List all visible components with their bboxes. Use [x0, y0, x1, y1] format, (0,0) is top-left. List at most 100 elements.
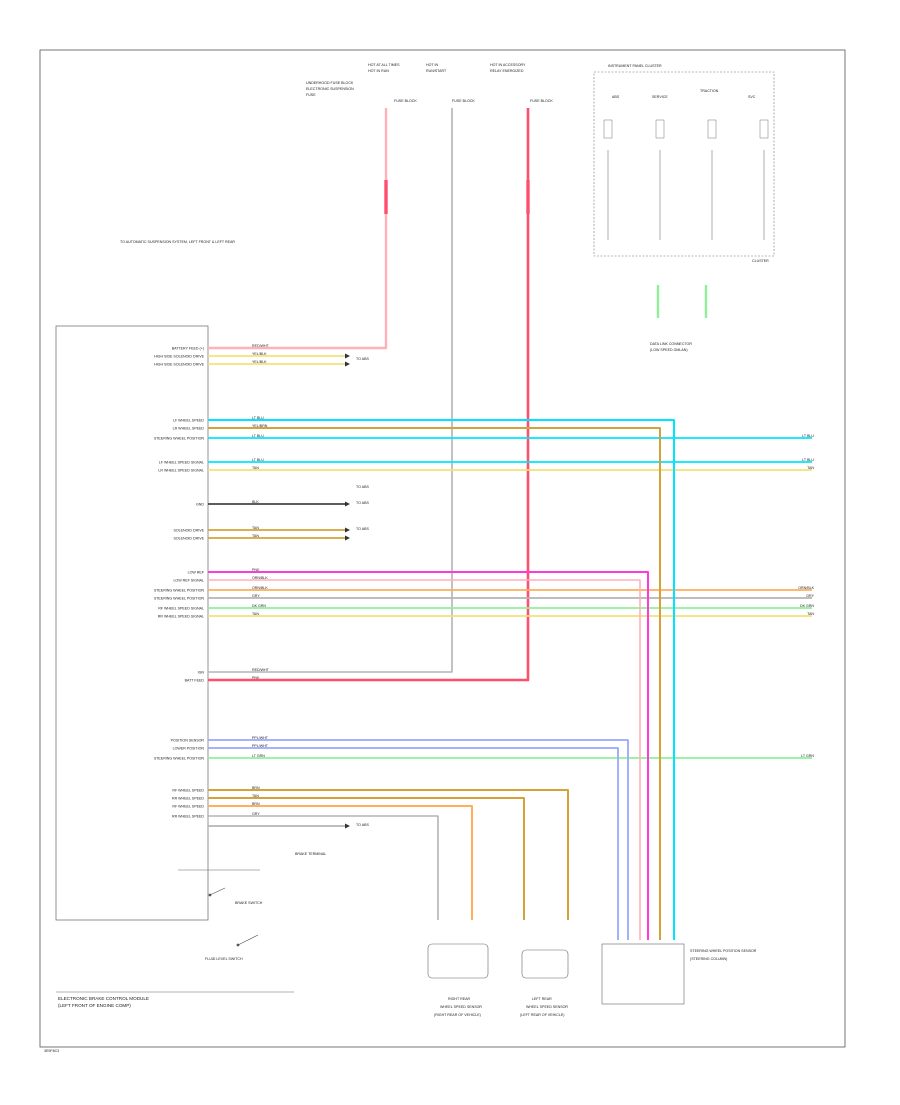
fuse-2-sub: RUN/START [426, 69, 447, 73]
to-label-3: TO ABS [356, 501, 370, 505]
diagram-border [39, 49, 846, 1048]
wire-color-label: GRY [252, 594, 260, 598]
wire-color-label: RED/WHT [252, 668, 270, 672]
wire-color-label: LT BLU [252, 458, 264, 462]
cluster-lamp-2: SERVICE [652, 95, 668, 99]
data-link-note: (LOW SPEED GMLAN) [650, 348, 688, 352]
module-pin-label: STEERING WHEEL POSITION [154, 597, 205, 601]
left-rear-sensor-note: (LEFT REAR OF VEHICLE) [520, 1013, 564, 1017]
to-label-4: TO ABS [356, 527, 370, 531]
module-pin-label: LOWER POSITION [173, 747, 205, 751]
module-pin-label: STEERING WHEEL POSITION [154, 757, 205, 761]
wire-color-label: LT GRN [252, 754, 265, 758]
wire-color-label: RED/WHT [252, 344, 270, 348]
steering-signal-wire [208, 419, 675, 940]
position-sensor-wire [208, 739, 629, 940]
right-tag: LT GRN [801, 754, 814, 758]
right-tag: GRY [806, 594, 814, 598]
module-pin-label: HIGH SIDE SOLENOID DRIVE [154, 355, 205, 359]
wire-color-label: BRN [252, 786, 260, 790]
cluster-footer: CLUSTER [752, 259, 769, 263]
brake-switch-label: BRAKE SWITCH [235, 901, 263, 905]
cluster-lamp-1 [603, 119, 613, 139]
left-rear-sensor-name: LEFT REAR [532, 997, 552, 1001]
module-pin-label: RF WHEEL SPEED [172, 805, 204, 809]
right-tag: LT BLU [802, 434, 814, 438]
wire-color-label: YEL/BLK [252, 352, 267, 356]
steering-module-name: STEERING WHEEL POSITION SENSOR [690, 949, 757, 953]
steering-wheel-position-sensor: STEERING WHEEL POSITION SENSOR (STEERING… [601, 943, 757, 1005]
cluster-lamp-3 [707, 119, 717, 139]
right-rear-sensor-note: (RIGHT REAR OF VEHICLE) [434, 1013, 481, 1017]
rear-wheel-sensors: RIGHT REAR WHEEL SPEED SENSOR (RIGHT REA… [427, 943, 569, 1017]
right-tag: TAN [807, 612, 814, 616]
fuse-box-3: FUSE BLOCK [530, 99, 553, 103]
fluid-switch-label: FLUID LEVEL SWITCH [205, 957, 243, 961]
fuse-block-name-1: UNDERHOOD FUSE BLOCK [306, 81, 354, 85]
cluster-box [593, 71, 775, 257]
wire-color-label: ORN/BLK [252, 576, 268, 580]
module-pin-label: BATT FEED [185, 679, 205, 683]
low-ref-wire [208, 571, 649, 940]
fuse-1-head: HOT AT ALL TIMES [368, 63, 400, 67]
wire-harness [208, 108, 812, 940]
module-pin-label: SOLENOID DRIVE [173, 537, 204, 541]
module-box [55, 325, 209, 921]
wire-color-label: DK GRN [252, 604, 266, 608]
steering-module-box [601, 943, 685, 1005]
module-subtitle: (LEFT FRONT OF ENGINE COMP) [58, 1003, 131, 1008]
cluster-title: INSTRUMENT PANEL CLUSTER [608, 64, 662, 68]
wire-color-label: TAN [252, 526, 259, 530]
brake-terminal-label: BRAKE TERMINAL [295, 852, 326, 856]
data-link-label: DATA LINK CONNECTOR [650, 342, 692, 346]
fluid-switch-contact [237, 934, 259, 946]
left-rear-sensor-body [521, 949, 569, 979]
fluid-switch-pivot [236, 943, 240, 947]
wire-arrow [345, 823, 350, 829]
top-fuse-group: HOT AT ALL TIMES HOT IN RUN HOT IN RUN/S… [306, 63, 553, 103]
module-pin-labels: BATTERY FEED (+)HIGH SIDE SOLENOID DRIVE… [154, 347, 205, 819]
module-pin-label: LF WHEEL SPEED SIGNAL [159, 461, 204, 465]
module-pin-label: HIGH SIDE SOLENOID DRIVE [154, 363, 205, 367]
wire-color-label: GRY [252, 812, 260, 816]
module-pin-label: LF WHEEL SPEED [173, 419, 204, 423]
wire-color-label: BLK [252, 500, 259, 504]
steering-ref-wire [208, 427, 661, 940]
to-system-labels: TO ABS TO ABS TO ABS TO ABS TO ABS [356, 357, 370, 827]
module-pin-label: LR WHEEL SPEED SIGNAL [158, 469, 204, 473]
wire-color-label: YEL/BRN [252, 424, 268, 428]
left-rear-low-wire [208, 797, 525, 920]
wire-color-label: LT BLU [252, 434, 264, 438]
wire-color-label: YEL/BLK [252, 360, 267, 364]
right-rear-sensor-name: RIGHT REAR [448, 997, 471, 1001]
wire-arrow [345, 361, 350, 367]
accessory-feed-wire [208, 108, 530, 682]
right-rear-sensor-sub: WHEEL SPEED SENSOR [440, 1005, 482, 1009]
cluster-lamp-1: ABS [612, 95, 620, 99]
fuse-box-1: FUSE BLOCK [394, 99, 417, 103]
lower-position-wire [208, 747, 619, 940]
wire-color-label: ORN/BLK [252, 586, 268, 590]
wire-color-label: TAN [252, 534, 259, 538]
right-tag: DK GRN [800, 604, 814, 608]
instrument-cluster: INSTRUMENT PANEL CLUSTER ABS SERVICE TRA… [593, 64, 775, 352]
wire-color-label: BRN [252, 802, 260, 806]
wire-arrow [345, 535, 350, 541]
module-pin-label: GND [196, 503, 204, 507]
module-pin-label: RF WHEEL SPEED SIGNAL [158, 607, 204, 611]
module-pin-label: RR WHEEL SPEED SIGNAL [158, 615, 204, 619]
wire-color-label: PPL/WHT [252, 744, 269, 748]
fuse-1-sub: HOT IN RUN [368, 69, 389, 73]
brake-switch-contact [209, 887, 226, 896]
wire-color-label: PNK [252, 676, 260, 680]
steering-module-sub: (STEERING COLUMN) [690, 957, 727, 961]
to-label-2: TO ABS [356, 485, 370, 489]
right-tag: ORN/BLK [798, 586, 814, 590]
cluster-lamp-3: TRACTION [700, 89, 719, 93]
module-pin-label: LR WHEEL SPEED [173, 427, 205, 431]
wire-color-label: PNK [252, 568, 260, 572]
module-pin-label: RR WHEEL SPEED [172, 797, 204, 801]
